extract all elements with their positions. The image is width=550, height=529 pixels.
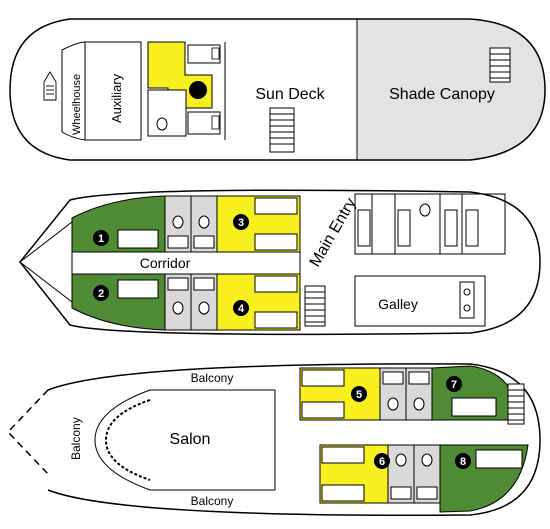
cabin-2-marker (93, 285, 109, 301)
cabin-0-number: 0 (194, 83, 201, 98)
middle-deck: Corridor (19, 189, 541, 336)
cabin-7-bed (451, 397, 497, 417)
sun-deck-stairs (269, 107, 295, 153)
cabin-4-marker (233, 300, 249, 316)
galley-label: Galley (378, 296, 418, 312)
middle-deck-hull (19, 189, 541, 336)
lower-deck-stairs (507, 383, 525, 425)
shade-canopy-label: Shade Canopy (389, 86, 495, 103)
cabin-0-pillow-top (211, 47, 220, 60)
cabin-6-beds (321, 446, 365, 502)
middle-deck-stairs (304, 285, 326, 327)
wheelhouse-label: Wheelhouse (71, 74, 83, 135)
galley-appliances (459, 281, 475, 319)
galley-room (354, 275, 486, 327)
cabin-7-marker (446, 376, 462, 392)
cabin-3-marker (233, 214, 249, 230)
bathrooms-cabin-6-8 (387, 444, 441, 504)
cabin-0-bathroom (147, 89, 187, 137)
middle-deck-bow (19, 220, 73, 304)
cabin-1-marker (93, 230, 109, 246)
salon-seating (104, 399, 151, 481)
cabin-3-beds (254, 197, 298, 251)
cabin-8-bed (475, 449, 523, 469)
cabin-0-marker (189, 81, 207, 99)
balcony-top-label: Balcony (191, 371, 234, 385)
bathrooms-cabin-2-4 (164, 273, 218, 331)
cabin-6-number: 6 (379, 456, 385, 468)
salon-label: Salon (170, 431, 211, 448)
bathrooms-cabin-5-7 (379, 367, 433, 421)
cabin-4-number: 4 (238, 303, 245, 315)
main-entry-label: Main Entry (307, 195, 360, 270)
cabin-2-bed (117, 279, 159, 299)
lower-deck-hull (47, 363, 541, 517)
cabin-5-beds (301, 369, 345, 419)
cabin-6-marker (374, 453, 390, 469)
auxiliary-room (84, 41, 142, 141)
cabin-5-marker (351, 386, 367, 402)
lower-deck: Salon Balcony Balcony Balcony (6, 363, 541, 517)
balcony-bow-label: Balcony (69, 417, 83, 460)
cabin-8-marker (455, 453, 471, 469)
cabin-1-bed (117, 229, 159, 249)
cabin-8-number: 8 (460, 456, 466, 468)
cabin-1-number: 1 (98, 233, 104, 245)
upper-deck: Wheelhouse Auxiliary 0 Sun Deck Shade C (9, 18, 546, 161)
canopy-stairs (489, 47, 511, 83)
salon-room (94, 389, 276, 491)
toilet-icon (156, 117, 168, 131)
crew-quarters (354, 193, 506, 255)
corridor-label: Corridor (140, 255, 191, 271)
bathrooms-cabin-1-3 (164, 195, 218, 253)
helm-icon (43, 71, 57, 101)
cabin-7-number: 7 (451, 379, 457, 391)
bow-balcony-dashed (6, 389, 49, 475)
cabin-2-number: 2 (98, 288, 104, 300)
cabin-0-pillow-bottom (211, 115, 220, 130)
upper-deck-hull (9, 18, 546, 161)
cabin-4-beds (254, 275, 298, 329)
cabin-5-number: 5 (356, 389, 362, 401)
sun-deck-label: Sun Deck (255, 86, 325, 103)
cabin-3-number: 3 (238, 217, 244, 229)
balcony-bottom-label: Balcony (191, 494, 234, 508)
auxiliary-label: Auxiliary (109, 73, 124, 123)
